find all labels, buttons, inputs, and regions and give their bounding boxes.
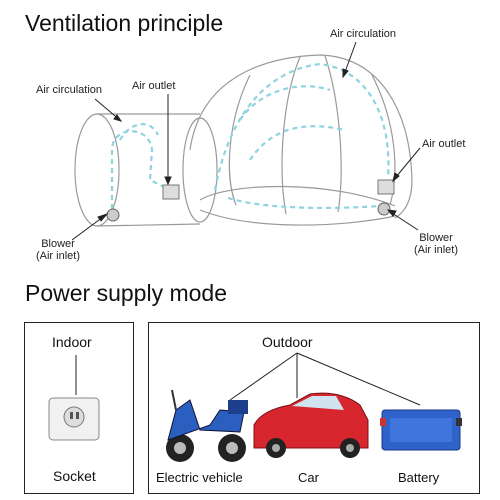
dome-outline — [189, 54, 413, 226]
callout-arrows — [71, 41, 421, 241]
blower-right-line2: (Air inlet) — [413, 244, 458, 256]
tunnel-outline — [74, 113, 218, 227]
battery-label: Battery — [398, 470, 440, 485]
outdoor-branch-lines — [229, 352, 421, 406]
indoor-label: Indoor — [52, 334, 92, 350]
air-outlet-left-icon — [162, 184, 180, 200]
power-title: Power supply mode — [25, 280, 227, 306]
air-outlet-left-label: Air outlet — [132, 80, 176, 92]
car-label: Car — [298, 470, 319, 485]
ventilation-title: Ventilation principle — [25, 10, 224, 36]
blower-left-line2: (Air inlet) — [35, 250, 80, 262]
outdoor-label: Outdoor — [262, 334, 313, 350]
blower-left-line1: Blower — [41, 238, 75, 250]
air-circulation-top-label: Air circulation — [330, 28, 397, 40]
airflow-paths — [110, 62, 390, 218]
scooter-icon — [166, 389, 248, 462]
electric-vehicle-label: Electric vehicle — [156, 470, 243, 485]
blower-left-icon — [106, 208, 120, 222]
blower-right-line1: Blower — [419, 232, 453, 244]
air-circulation-left-label: Air circulation — [36, 84, 103, 96]
air-outlet-right-icon — [377, 179, 395, 195]
blower-right-icon — [377, 202, 391, 216]
air-outlet-right-label: Air outlet — [422, 138, 466, 150]
indoor-panel — [24, 322, 134, 494]
blower-right-label: Blower (Air inlet) — [405, 232, 467, 256]
outdoor-panel — [148, 322, 480, 494]
blower-left-label: Blower (Air inlet) — [28, 238, 88, 262]
car-icon — [253, 392, 369, 458]
socket-label: Socket — [53, 468, 96, 484]
battery-icon — [380, 409, 462, 451]
